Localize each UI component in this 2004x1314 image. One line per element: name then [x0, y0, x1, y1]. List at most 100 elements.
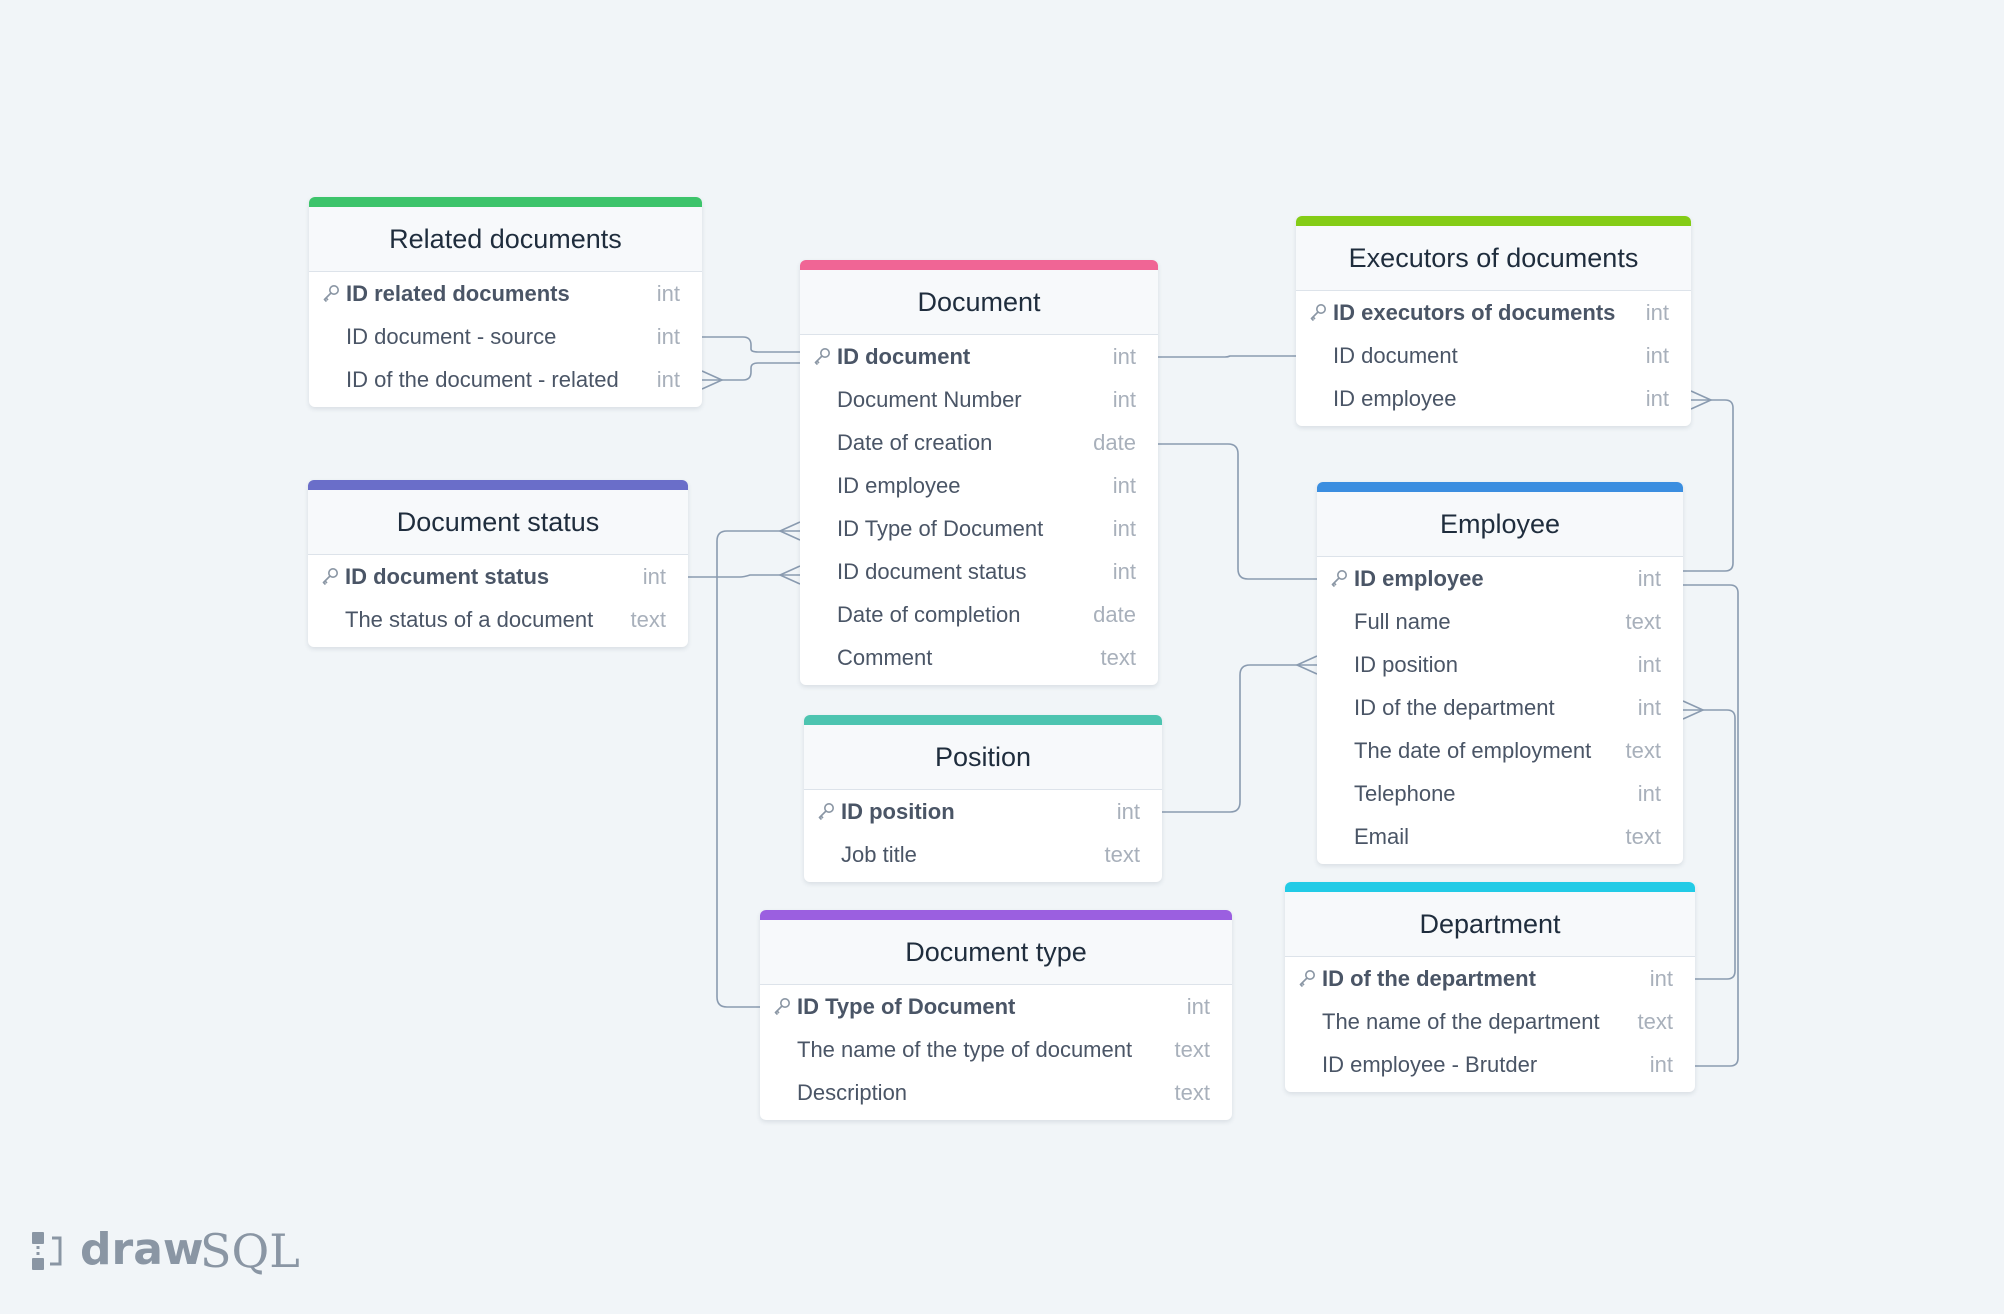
- field-name: Date of creation: [837, 430, 993, 455]
- field-name: Telephone: [1354, 781, 1456, 806]
- table-bottom-padding: [760, 1114, 1232, 1120]
- field-type: date: [1093, 602, 1136, 627]
- crowfoot-document-status: [778, 565, 801, 585]
- table-title[interactable]: Related documents: [309, 207, 702, 272]
- primary-key-icon: [1329, 557, 1353, 600]
- table-bottom-padding: [309, 401, 702, 407]
- link-related-target-document: [702, 362, 800, 381]
- field-name: Date of completion: [837, 602, 1021, 627]
- table-title[interactable]: Department: [1285, 892, 1695, 957]
- field-type: date: [1093, 430, 1136, 455]
- table-bottom-padding: [308, 641, 688, 647]
- field-name: The date of employment: [1354, 738, 1592, 763]
- field-name: Comment: [837, 645, 933, 670]
- field-name: Full name: [1354, 609, 1451, 634]
- field-name: ID position: [841, 799, 955, 824]
- link-document-employee: [1158, 443, 1317, 580]
- table-color-bar: [1317, 482, 1683, 492]
- table-title[interactable]: Document status: [308, 490, 688, 555]
- crowfoot-executors-employee: [1690, 390, 1713, 410]
- field-name: ID document: [837, 344, 971, 369]
- table-title[interactable]: Executors of documents: [1296, 226, 1691, 291]
- table-row[interactable]: ID employee - Brutder int: [1285, 1043, 1695, 1086]
- link-status-document: [688, 574, 800, 578]
- field-name: ID document: [1333, 343, 1458, 368]
- crowfoot-document-type: [778, 521, 801, 541]
- table-bottom-padding: [1285, 1086, 1695, 1092]
- table-row[interactable]: ID Type of Document int: [760, 985, 1232, 1028]
- table-row[interactable]: Date of completion date: [800, 593, 1158, 636]
- table-color-bar: [1285, 882, 1695, 892]
- link-employee-department-head: [1683, 584, 1739, 1067]
- field-type: int: [1649, 1052, 1673, 1077]
- field-type: text: [630, 607, 666, 632]
- table-bottom-padding: [1317, 858, 1683, 864]
- field-name: ID Type of Document: [837, 516, 1044, 541]
- table-row[interactable]: The date of employment text: [1317, 729, 1683, 772]
- table-title[interactable]: Document type: [760, 920, 1232, 985]
- table-row[interactable]: ID position int: [804, 790, 1162, 833]
- link-executors-document: [1158, 355, 1296, 358]
- table-title[interactable]: Employee: [1317, 492, 1683, 557]
- field-name: ID employee - Brutder: [1322, 1052, 1538, 1077]
- link-related-source-document: [702, 336, 800, 353]
- table-title[interactable]: Document: [800, 270, 1158, 335]
- table-color-bar: [804, 715, 1162, 725]
- table-color-bar: [309, 197, 702, 207]
- field-type: int: [1112, 516, 1136, 541]
- field-type: text: [1637, 1009, 1673, 1034]
- table-row[interactable]: ID employee int: [800, 464, 1158, 507]
- logo-text-sql: SQL: [200, 1224, 300, 1278]
- primary-key-icon: [772, 985, 796, 1028]
- field-type: int: [1186, 994, 1210, 1019]
- field-name: ID employee: [837, 473, 961, 498]
- field-type: int: [1112, 473, 1136, 498]
- field-name: The name of the department: [1322, 1009, 1600, 1034]
- field-name: ID document status: [837, 559, 1027, 584]
- table-row[interactable]: ID Type of Document int: [800, 507, 1158, 550]
- field-name: ID executors of documents: [1333, 300, 1616, 325]
- field-type: int: [1116, 799, 1140, 824]
- field-name: ID Type of Document: [797, 994, 1016, 1019]
- table-row[interactable]: The name of the department text: [1285, 1000, 1695, 1043]
- field-type: text: [1174, 1037, 1210, 1062]
- field-type: text: [1625, 738, 1661, 763]
- field-type: int: [656, 324, 680, 349]
- table-title[interactable]: Position: [804, 725, 1162, 790]
- table-row[interactable]: Date of creation date: [800, 421, 1158, 464]
- field-name: ID employee: [1354, 566, 1484, 591]
- field-name: ID employee: [1333, 386, 1457, 411]
- field-type: int: [642, 564, 666, 589]
